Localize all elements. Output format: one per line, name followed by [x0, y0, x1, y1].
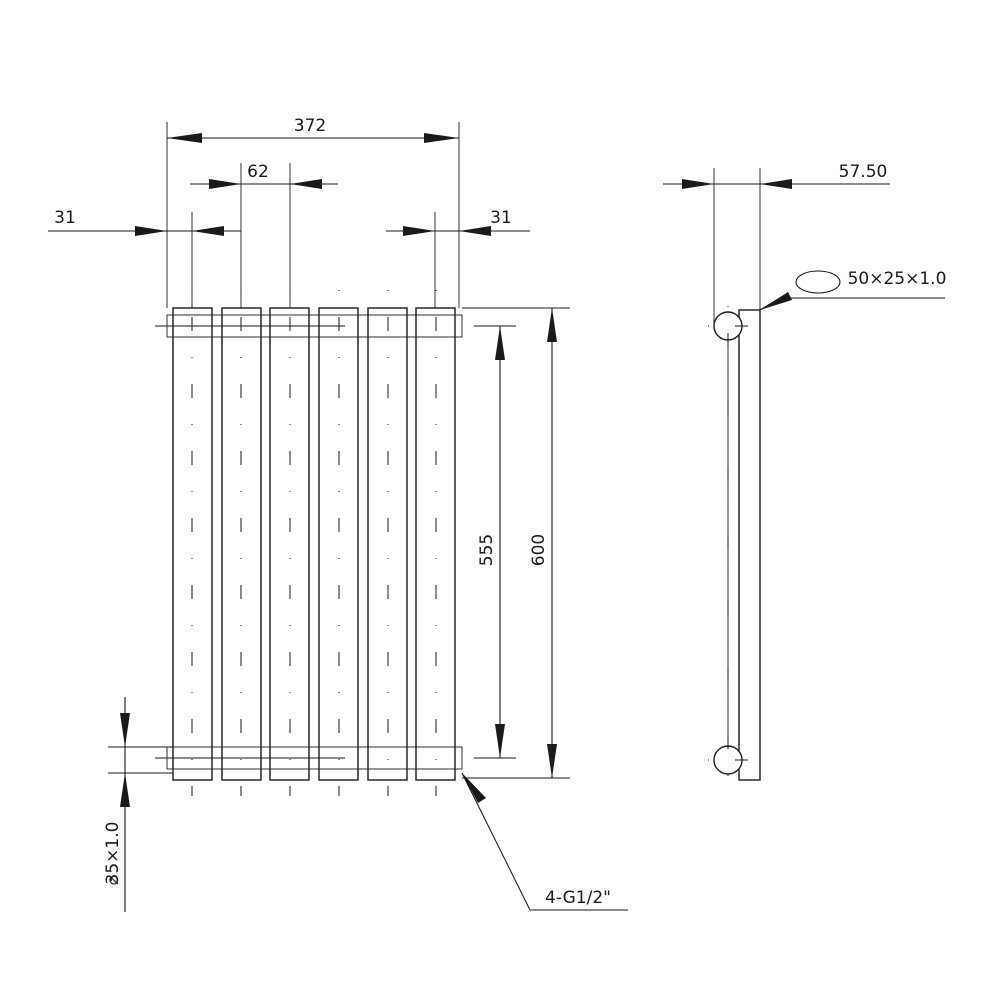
connections-label: 4-G1/2" [545, 888, 611, 908]
radiator-column [367, 307, 408, 781]
radiator-column [172, 307, 213, 781]
side-view [708, 306, 761, 781]
overall-height-label: 600 [529, 534, 549, 566]
column-spacing-label: 62 [247, 162, 269, 182]
header-tube-callout: 50×25×1.0 [759, 269, 947, 311]
header-tube-label: 50×25×1.0 [848, 269, 947, 289]
overall-width-label: 372 [294, 116, 326, 136]
radiator-column [221, 307, 262, 781]
column-tube-label: 35×1.0 [103, 822, 123, 885]
diameter-icon: ⌀ [103, 875, 123, 885]
depth-label: 57.50 [839, 162, 888, 182]
dimension-overall-height: 600 [462, 307, 570, 779]
side-header [738, 309, 761, 781]
dimension-column-tube: 35×1.0 ⌀ [103, 697, 173, 912]
left-offset-label: 31 [54, 208, 76, 228]
oval-profile-icon [795, 270, 841, 294]
radiator-column [269, 307, 310, 781]
dimension-overall-width: 372 [166, 116, 460, 308]
front-view [155, 290, 463, 796]
dimension-left-offset: 31 [48, 208, 241, 308]
right-offset-label: 31 [490, 208, 512, 228]
pipe-centers-label: 555 [477, 534, 497, 566]
radiator-column [415, 307, 456, 781]
dimension-right-offset: 31 [386, 208, 530, 308]
dimension-depth: 57.50 [663, 162, 890, 326]
dimension-column-spacing: 62 [190, 162, 338, 308]
connections-leader: 4-G1/2" [461, 772, 628, 911]
radiator-column [318, 307, 359, 781]
dimension-pipe-centers: 555 [474, 325, 516, 759]
